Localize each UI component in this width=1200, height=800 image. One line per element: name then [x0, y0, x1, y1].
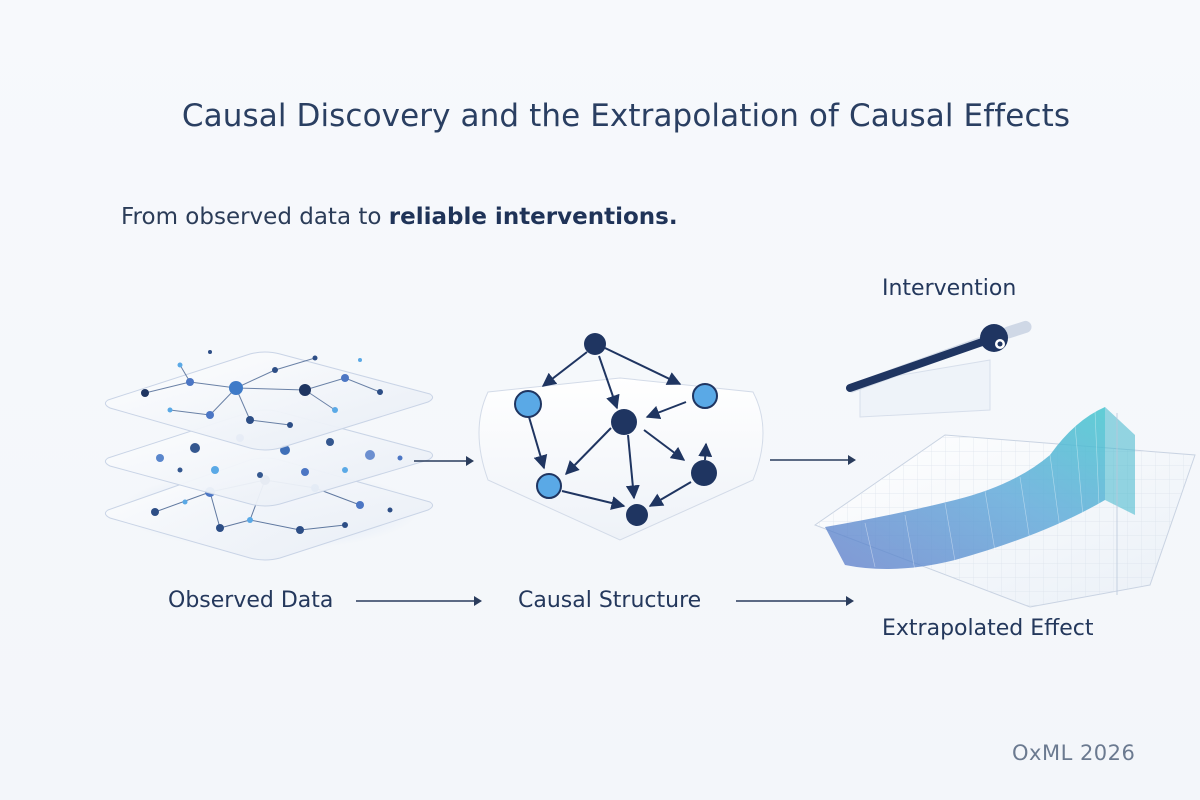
slider-knob — [980, 324, 1008, 352]
arrow-label-observed-to-structure — [356, 596, 482, 606]
intervention-slider — [846, 320, 1032, 418]
label-extrapolated-effect: Extrapolated Effect — [882, 616, 1094, 641]
label-causal-structure: Causal Structure — [518, 588, 702, 613]
page-title: Causal Discovery and the Extrapolation o… — [181, 98, 1071, 134]
subtitle-prefix: From observed data to — [121, 204, 389, 230]
structure-panel — [478, 377, 764, 541]
graph-nodes — [514, 333, 718, 526]
arrow-label-structure-to-effect — [736, 596, 854, 606]
data-layer-top — [104, 350, 434, 451]
subtitle: From observed data to reliable intervent… — [121, 204, 678, 230]
extrapolated-effect-surface — [813, 407, 1196, 608]
arrow-structure-to-effect — [770, 455, 856, 465]
label-intervention: Intervention — [882, 276, 1017, 301]
subtitle-emphasis: reliable interventions. — [388, 204, 678, 230]
observed-data-layers — [104, 350, 434, 561]
label-observed-data: Observed Data — [168, 588, 334, 613]
footer-event-label: OxML 2026 — [1012, 741, 1136, 765]
causal-structure-graph — [478, 333, 764, 541]
arrow-observed-to-structure — [414, 456, 474, 466]
slider-track — [846, 336, 992, 392]
